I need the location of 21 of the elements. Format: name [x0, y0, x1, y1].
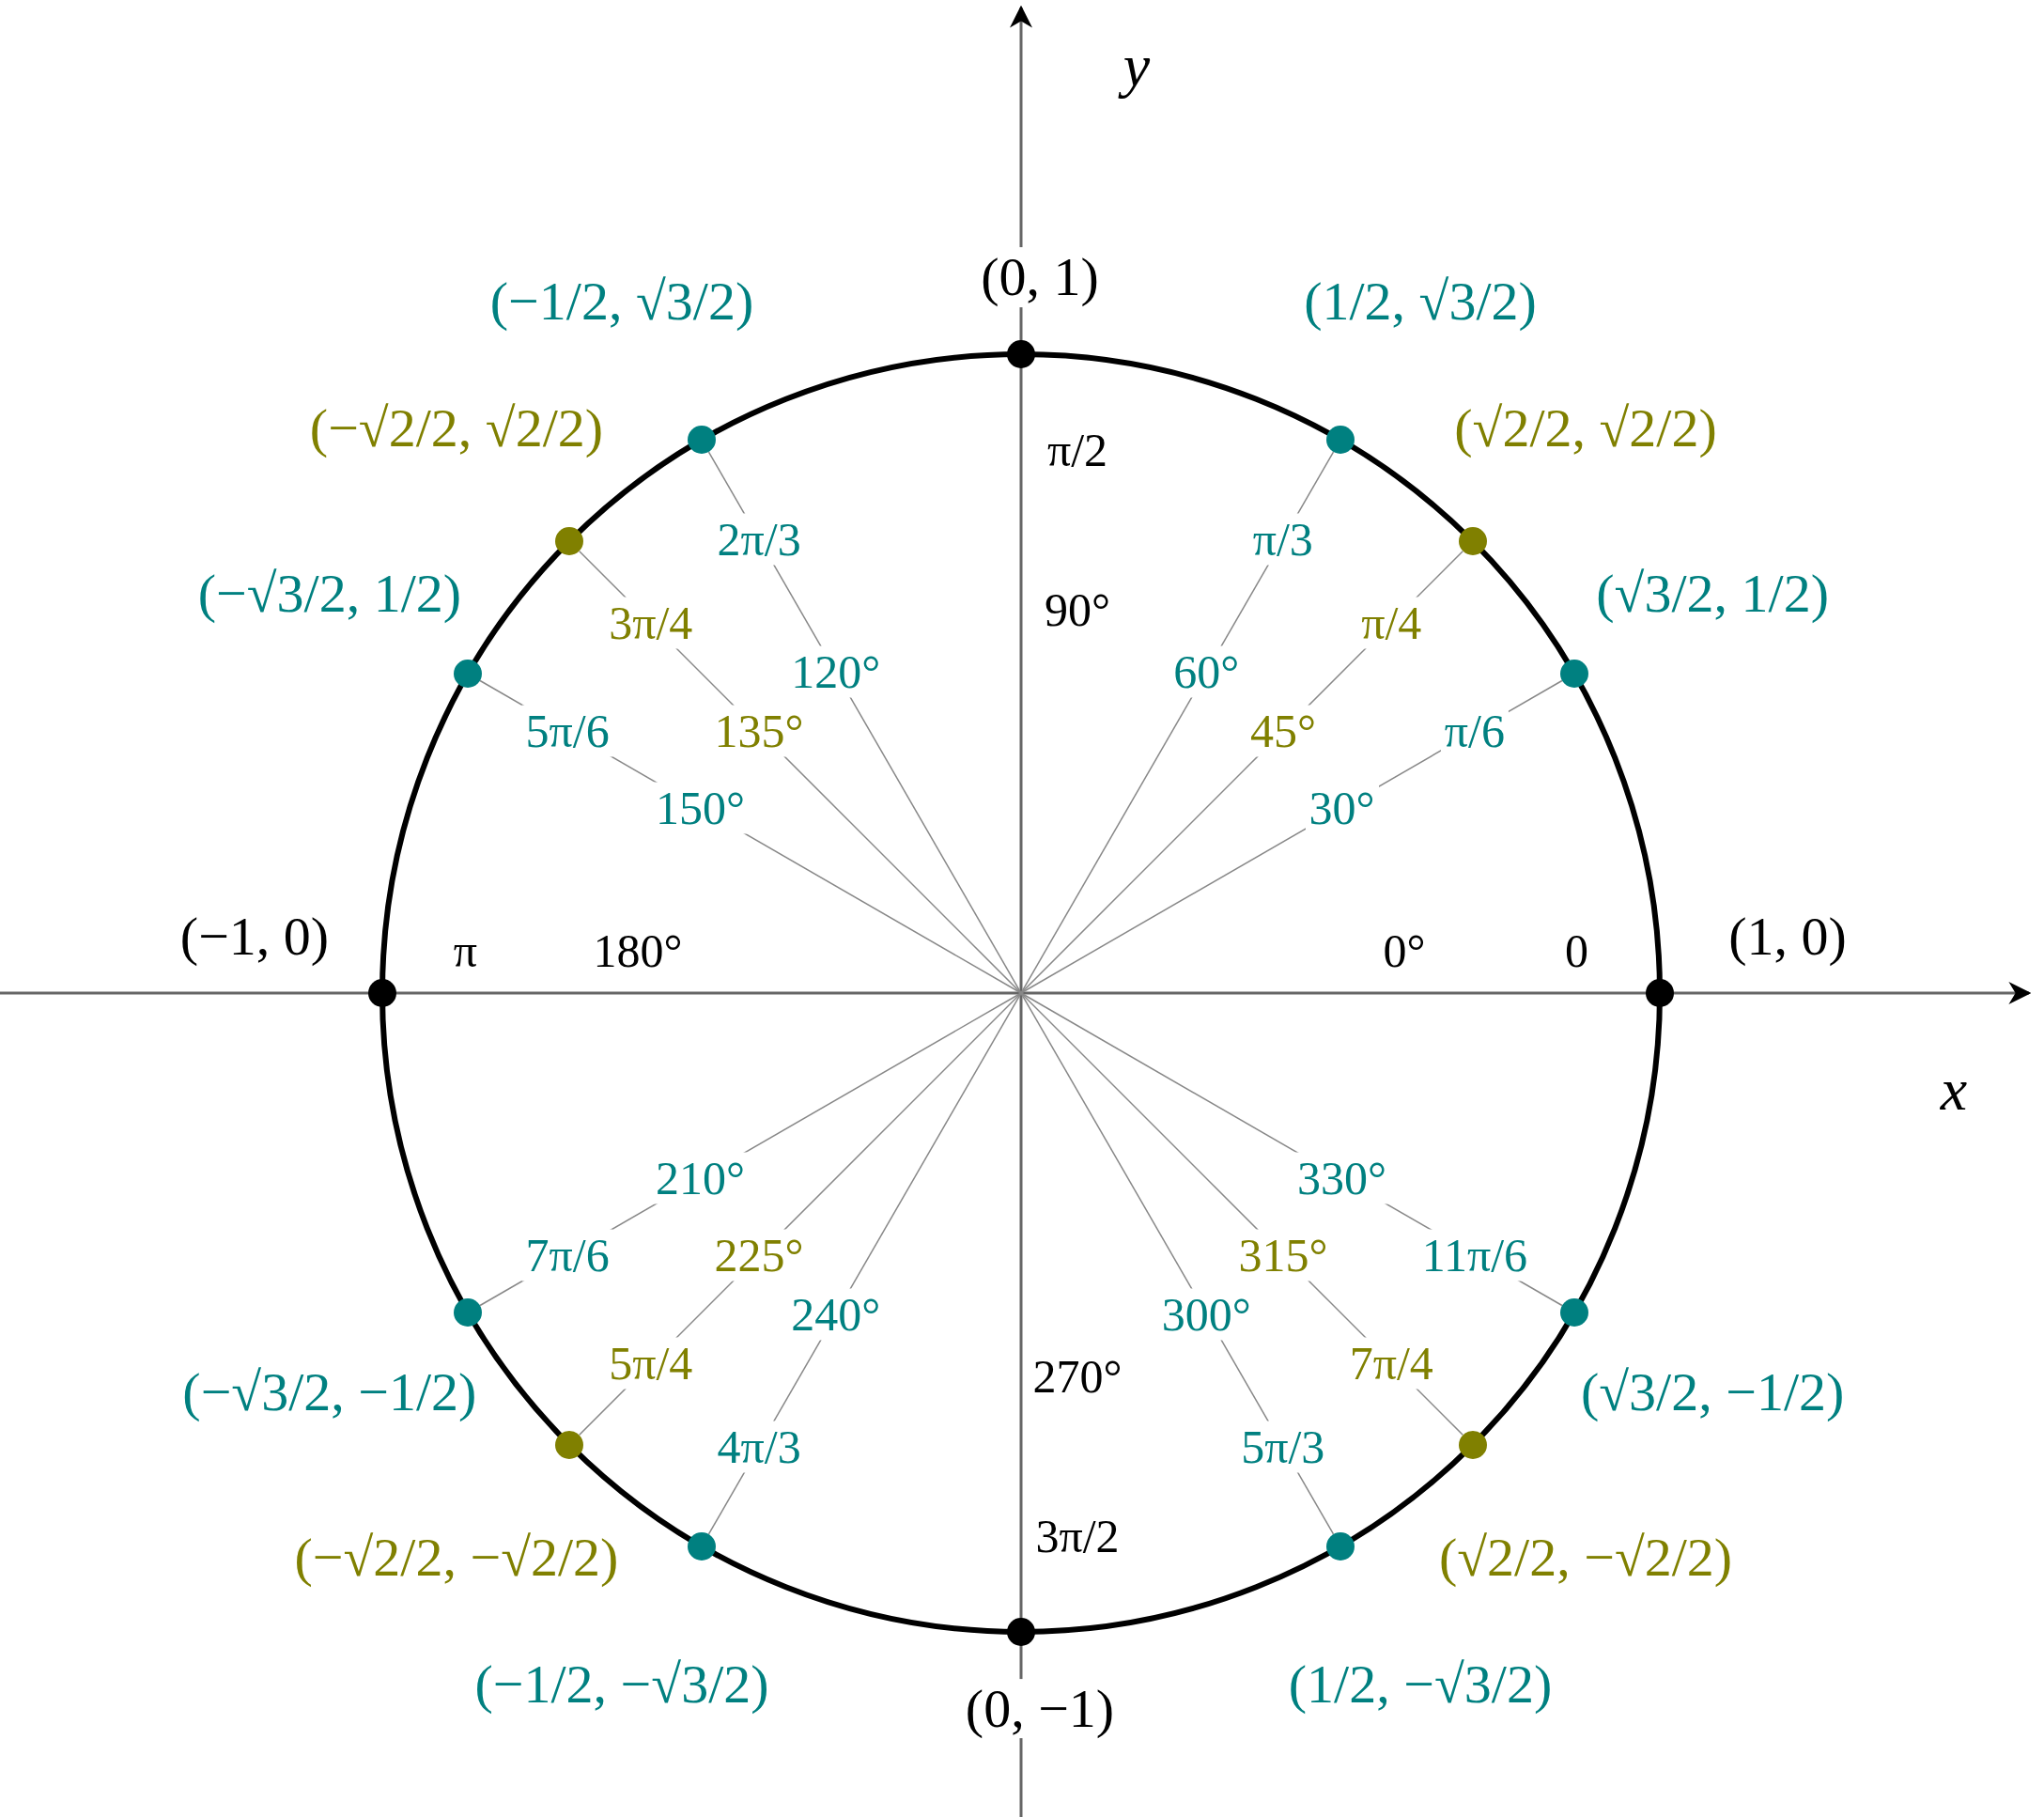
- point-dot: [454, 660, 483, 688]
- degree-label: 210°: [651, 1152, 749, 1204]
- point-dot: [555, 1430, 584, 1459]
- point-dot: [688, 1531, 716, 1561]
- point-dot: [454, 1298, 483, 1327]
- point-dot: [1458, 527, 1487, 556]
- radian-label: 7π/6: [521, 1229, 613, 1281]
- point-dot: [1559, 660, 1588, 688]
- point-dot: [1559, 1298, 1588, 1327]
- point-dot: [1326, 1531, 1355, 1561]
- point-dot: [1007, 1618, 1035, 1646]
- degree-label: 330°: [1293, 1152, 1391, 1204]
- point-dot: [1646, 979, 1674, 1007]
- point-dot: [1007, 340, 1035, 368]
- point-dot: [1326, 426, 1355, 455]
- radian-label: 5π/6: [521, 705, 613, 757]
- point-dot: [368, 979, 396, 1007]
- degree-label: 150°: [651, 782, 749, 834]
- point-dot: [688, 426, 716, 455]
- point-dot: [555, 527, 584, 556]
- point-dot: [1458, 1430, 1487, 1459]
